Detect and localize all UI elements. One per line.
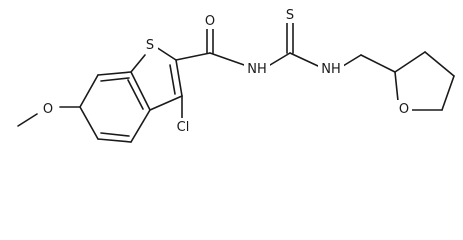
atom-n-thio: NH xyxy=(321,62,341,77)
atom-bg-o-ring xyxy=(396,100,412,117)
molecule-structure: S O NH S NH O Cl O xyxy=(17,6,455,143)
atom-bg-cl xyxy=(171,118,195,135)
atom-o-ring: O xyxy=(399,102,409,117)
bond-thiocarbon-nh xyxy=(289,52,319,67)
atom-o-methoxy: O xyxy=(43,102,53,117)
atom-s1: S xyxy=(146,38,154,53)
bond-c2-carbonyl xyxy=(175,52,211,61)
atom-n-amide: NH xyxy=(247,62,267,77)
atom-s-thio: S xyxy=(286,8,294,23)
bond-c7-c7-double xyxy=(100,77,130,82)
atom-o-carbonyl: O xyxy=(205,14,215,29)
bond-nh-thiocarbon xyxy=(269,52,291,66)
bond-c2-c3 xyxy=(175,59,183,97)
molecule-diagram: S O NH S NH O Cl O xyxy=(17,6,455,143)
atom-bg-n-amide xyxy=(244,60,270,77)
bond-nh-ch2 xyxy=(342,54,362,67)
atom-bg-s1 xyxy=(142,36,158,53)
atom-bg-n-thio xyxy=(318,60,344,77)
bond-c3-c3a xyxy=(149,95,183,111)
bond-c4-c3a xyxy=(130,109,151,143)
atom-cl: Cl xyxy=(177,120,190,135)
bond-c5-c4-double xyxy=(100,132,130,137)
bond-c7a-s1 xyxy=(130,54,146,73)
bond-thf-c3-c4 xyxy=(424,51,455,77)
bond-thf-o-c2 xyxy=(394,71,399,102)
bond-o-methoxy-ch3 xyxy=(17,113,38,127)
bond-s1-c2 xyxy=(155,46,177,61)
bond-c2-c3-double xyxy=(169,64,176,95)
bond-c3a-c7a-double xyxy=(127,79,144,110)
bond-thf-c4-c5 xyxy=(441,75,455,111)
atom-bg-o-methoxy xyxy=(40,100,56,117)
atom-labels: S O NH S NH O Cl O xyxy=(40,6,412,135)
bond-c6-c5 xyxy=(79,106,99,140)
bonds xyxy=(17,21,455,143)
atom-bg-o-carbonyl xyxy=(202,12,218,29)
bond-c7-c6 xyxy=(79,74,99,108)
atom-bg-s-thio xyxy=(282,6,298,23)
bond-ch2-thf xyxy=(360,54,396,73)
bond-thf-c2-c3 xyxy=(394,51,426,73)
bond-c7a-c7 xyxy=(97,71,132,76)
bond-carbonyl-nh xyxy=(209,52,248,67)
bond-c3a-c7a xyxy=(130,71,151,111)
bond-c5-c4 xyxy=(97,138,132,143)
